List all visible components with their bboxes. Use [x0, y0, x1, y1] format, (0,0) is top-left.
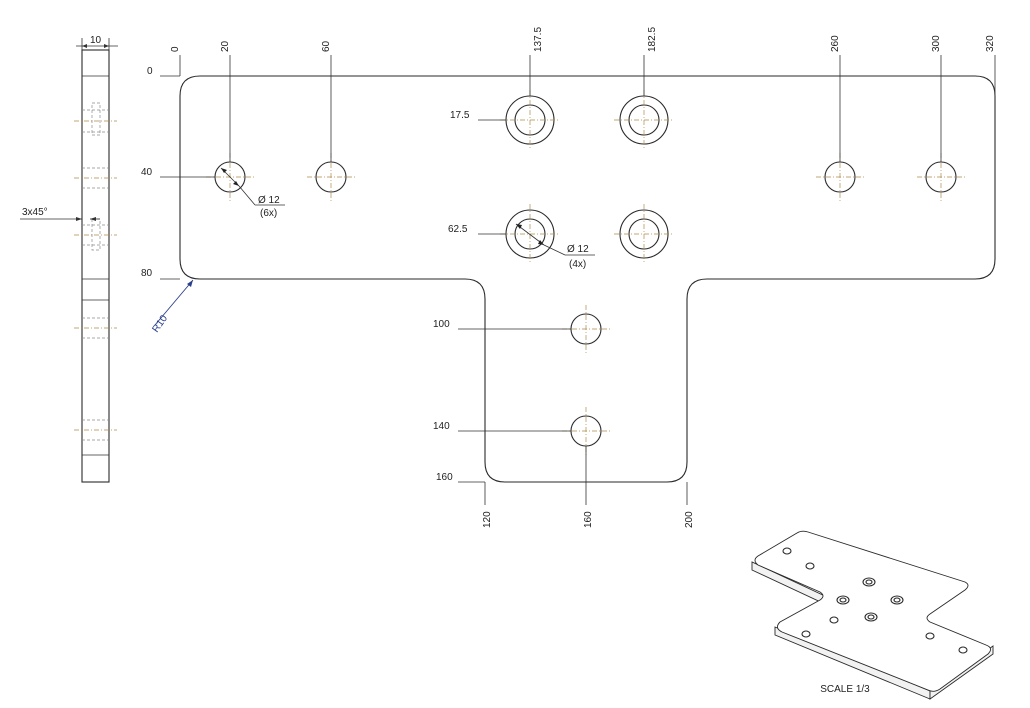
scale-label: SCALE 1/3	[820, 684, 870, 695]
side-view: 10 3x45°	[20, 35, 118, 483]
isometric-plate-top	[754, 530, 991, 692]
x-dim-label: 137.5	[533, 27, 544, 52]
y-dim-label: 40	[141, 167, 153, 178]
x-dim-label: 300	[931, 35, 942, 52]
counterbored-hole	[500, 90, 560, 150]
x-dim-label: 182.5	[647, 27, 658, 52]
x-dim-label: 200	[684, 511, 695, 528]
plan-view: 0 20 60 137.5 182.5 260 300 320 120 160 …	[141, 27, 996, 528]
counterbore-hidden-2	[91, 218, 101, 251]
x-dim-label: 260	[830, 35, 841, 52]
isometric-view	[751, 530, 994, 700]
thickness-label: 10	[90, 35, 102, 46]
x-dim-label: 20	[220, 40, 231, 52]
side-view-outline	[81, 49, 110, 483]
y-dim-label: 140	[433, 421, 450, 432]
hole-callout-4x: Ø 12 (4x)	[515, 223, 595, 270]
y-dim-label: 80	[141, 268, 153, 279]
x-ordinate-dims-bottom: 120 160 200	[482, 446, 695, 528]
y-ordinate-dims: 0 17.5 40 62.5 80 100 140 160	[141, 66, 571, 483]
y-dim-label: 160	[436, 472, 453, 483]
x-dim-label: 60	[321, 40, 332, 52]
y-dim-label: 0	[147, 66, 153, 77]
counterbored-hole	[614, 90, 674, 150]
x-dim-label: 160	[583, 511, 594, 528]
counterbore-hidden-1	[91, 102, 101, 136]
plate-outline	[179, 75, 996, 483]
radius-callout: R10	[150, 279, 194, 335]
x-ordinate-dims: 0 20 60 137.5 182.5 260 300 320	[170, 27, 996, 162]
y-dim-label: 62.5	[448, 224, 468, 235]
y-dim-label: 17.5	[450, 110, 470, 121]
y-dim-label: 100	[433, 319, 450, 330]
x-dim-label: 0	[170, 46, 181, 52]
x-dim-label: 320	[985, 35, 996, 52]
x-dim-label: 120	[482, 511, 493, 528]
hole-callout-6x: Ø 12 (6x)	[220, 167, 285, 219]
hole-diameter-label: Ø 12	[567, 244, 589, 255]
hole-count-label: (6x)	[260, 208, 277, 219]
radius-label: R10	[150, 313, 170, 335]
chamfer-label: 3x45°	[22, 207, 48, 218]
counterbored-hole	[614, 204, 674, 264]
hole-diameter-label: Ø 12	[258, 195, 280, 206]
hole-count-label: (4x)	[569, 259, 586, 270]
